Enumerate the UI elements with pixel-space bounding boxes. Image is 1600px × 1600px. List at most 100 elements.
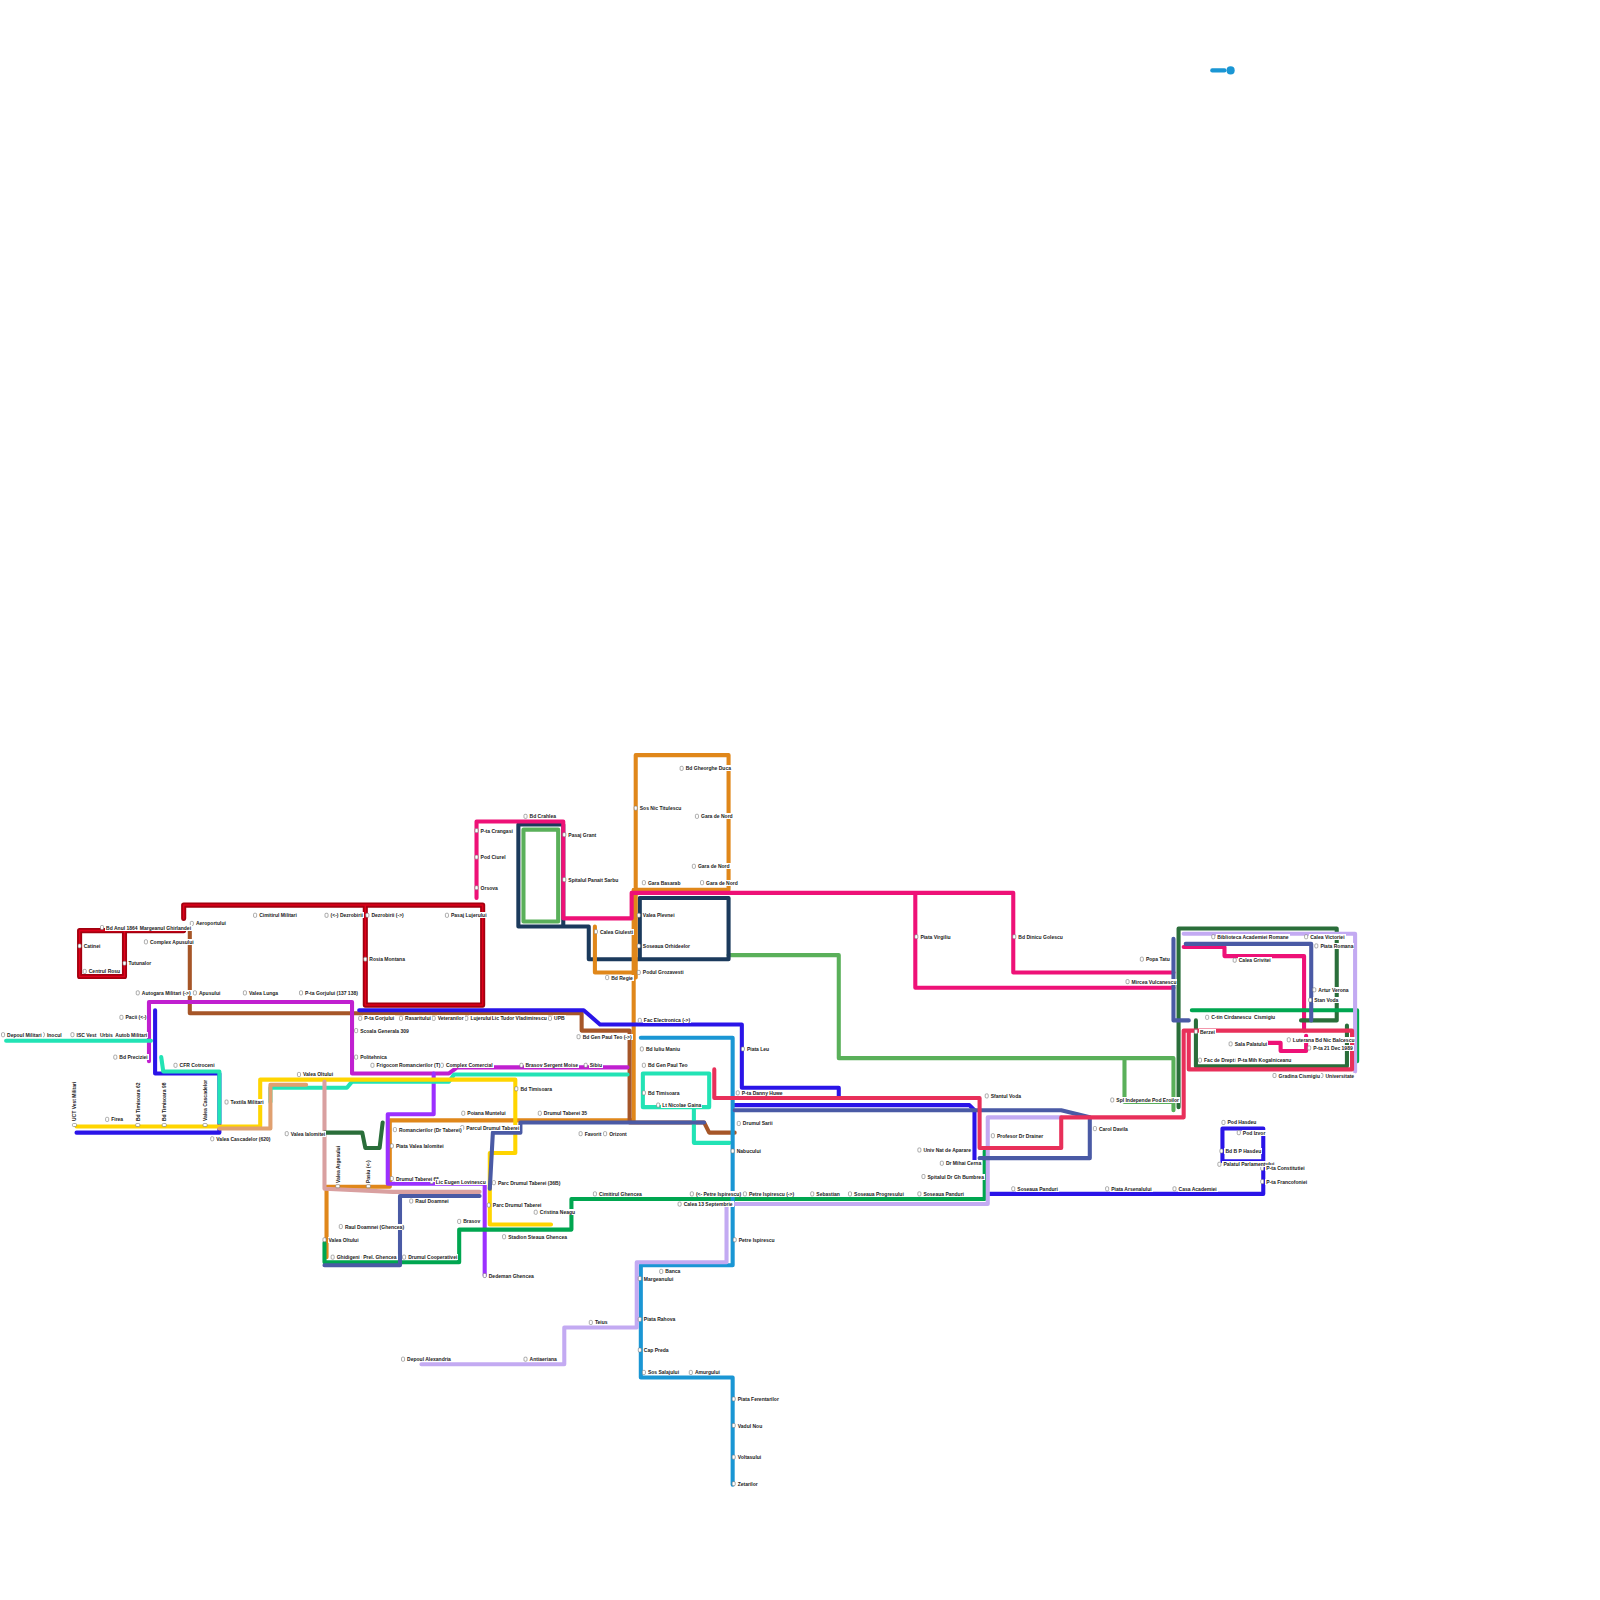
station-label: Rasaritului (404, 1015, 432, 1021)
station-marker (918, 1192, 921, 1196)
station-label: Cimitirul Militari (258, 912, 298, 918)
station-marker (71, 1033, 74, 1037)
station-label: Dedeman Ghencea (488, 1273, 535, 1279)
station-marker (225, 1100, 228, 1104)
station-label: Cimitirul Ghencea (598, 1191, 643, 1197)
tram-line (77, 1080, 551, 1225)
station-marker (563, 878, 566, 882)
station-label: Scoala Generala 309 (359, 1028, 410, 1034)
station-label: Autogara Militari (->) (141, 990, 192, 996)
station-marker (657, 1103, 660, 1107)
station-label: Parc Drumul Taberei (36B) (497, 1180, 561, 1186)
station-label: Vadul Nou (737, 1423, 763, 1429)
station-label: Bd B P Hasdeu (1224, 1148, 1262, 1154)
station-marker (458, 1219, 461, 1223)
station-marker (940, 1161, 943, 1165)
station-label: Valea Ialomitei (290, 1131, 326, 1137)
station-label: Gara de Nord (700, 813, 734, 819)
station-label: Bd Timisoara (519, 1086, 553, 1092)
station-marker (741, 1047, 744, 1051)
station-marker (1237, 1131, 1240, 1135)
station-label: Prel. Ghencea (362, 1254, 397, 1260)
station-marker (579, 1132, 582, 1136)
station-marker (144, 940, 147, 944)
station-marker (918, 1148, 921, 1152)
station-label: Stan Voda (1313, 997, 1339, 1003)
station-marker (1287, 1038, 1290, 1042)
station-marker (162, 1123, 166, 1126)
station-label: Urbis (99, 1032, 114, 1038)
station-label: Valea Argesului (335, 1145, 341, 1184)
station-label: Popa Tatu (1145, 956, 1171, 962)
station-label: Podul Grozavesti (642, 969, 685, 975)
station-marker (1233, 958, 1236, 962)
station-marker (811, 1192, 814, 1196)
station-marker (323, 1238, 326, 1242)
station-label: Valea Cascadelor (620) (215, 1136, 271, 1142)
station-marker (393, 1128, 396, 1132)
station-label: Artur Verona (1317, 987, 1349, 993)
station-label: Ghencea (545, 1234, 568, 1240)
station-label: Inocul (46, 1032, 63, 1038)
station-marker (366, 913, 369, 917)
station-label: Bd Anul 1864 (105, 925, 139, 931)
station-label: Lujerului (469, 1015, 492, 1021)
station-label: Bd Gen Paul Teo (647, 1062, 689, 1068)
station-label: Petre Ispirescu (->) (748, 1191, 795, 1197)
station-marker (538, 1111, 541, 1115)
station-label: Casa Academiei (1178, 1186, 1218, 1192)
station-label: Complex Apusului (149, 939, 195, 945)
tram-line (324, 1010, 1357, 1262)
station-label: Cismigiu (1253, 1014, 1276, 1020)
station-label: Veteranilor (437, 1015, 465, 1021)
station-marker (1013, 935, 1016, 939)
station-label: Pasaj Lujerului (450, 912, 488, 918)
station-label: Margeanului (643, 1276, 674, 1282)
station-label: Biblioteca Academiei Romane (1216, 934, 1289, 940)
station-marker (577, 1035, 580, 1039)
station-label: Soseaua Progresului (853, 1191, 905, 1197)
station-label: Parc Drumul Taberei (492, 1202, 543, 1208)
station-marker (563, 833, 566, 837)
station-label: Pod Ciurel (480, 854, 507, 860)
station-label: Bd Crahlea (529, 813, 557, 819)
station-label: ISC Vest (76, 1032, 98, 1038)
station-marker (1315, 944, 1318, 948)
station-label: Valea Lunga (248, 990, 279, 996)
station-label: Antiaeriana (529, 1356, 558, 1362)
station-marker (1198, 1058, 1201, 1062)
station-label: Calea Giulesti (599, 929, 634, 935)
tram-line (80, 905, 483, 1005)
station-label: Sos Nic Titulescu (639, 805, 683, 811)
station-label: Voltasului (737, 1454, 763, 1460)
station-marker (475, 829, 478, 833)
station-marker (524, 814, 527, 818)
station-label: P-ta Francofoniei (1265, 1179, 1308, 1185)
station-label: P-ta 21 Dec 1989 (1312, 1045, 1353, 1051)
station-marker (243, 991, 246, 995)
station-label: Orsova (480, 885, 499, 891)
station-label: Pasiu (<-) (365, 1159, 371, 1184)
station-marker (1194, 1030, 1197, 1034)
station-label: Autob Militari (114, 1032, 148, 1038)
station-marker (390, 1144, 393, 1148)
station-marker (1126, 980, 1129, 984)
station-label: Bd Dinicu Golescu (1017, 934, 1063, 940)
station-label: Frigocom (376, 1062, 401, 1068)
station-label: Drumul Cooperativei (407, 1254, 458, 1260)
station-marker (487, 1203, 490, 1207)
station-marker (1218, 1162, 1221, 1166)
station-marker (731, 1149, 734, 1153)
station-marker (390, 1177, 393, 1181)
station-label: UPB (553, 1015, 566, 1021)
station-marker (285, 1132, 288, 1136)
station-marker (589, 1320, 592, 1324)
station-marker (2, 1033, 5, 1037)
station-marker (325, 913, 328, 917)
station-marker (584, 1063, 587, 1067)
station-marker (1220, 1149, 1223, 1153)
station-label: Sebastian (815, 1191, 841, 1197)
tram-line (190, 931, 735, 1133)
station-marker (1111, 1098, 1114, 1102)
station-label: Fac de Drept (1203, 1057, 1235, 1063)
